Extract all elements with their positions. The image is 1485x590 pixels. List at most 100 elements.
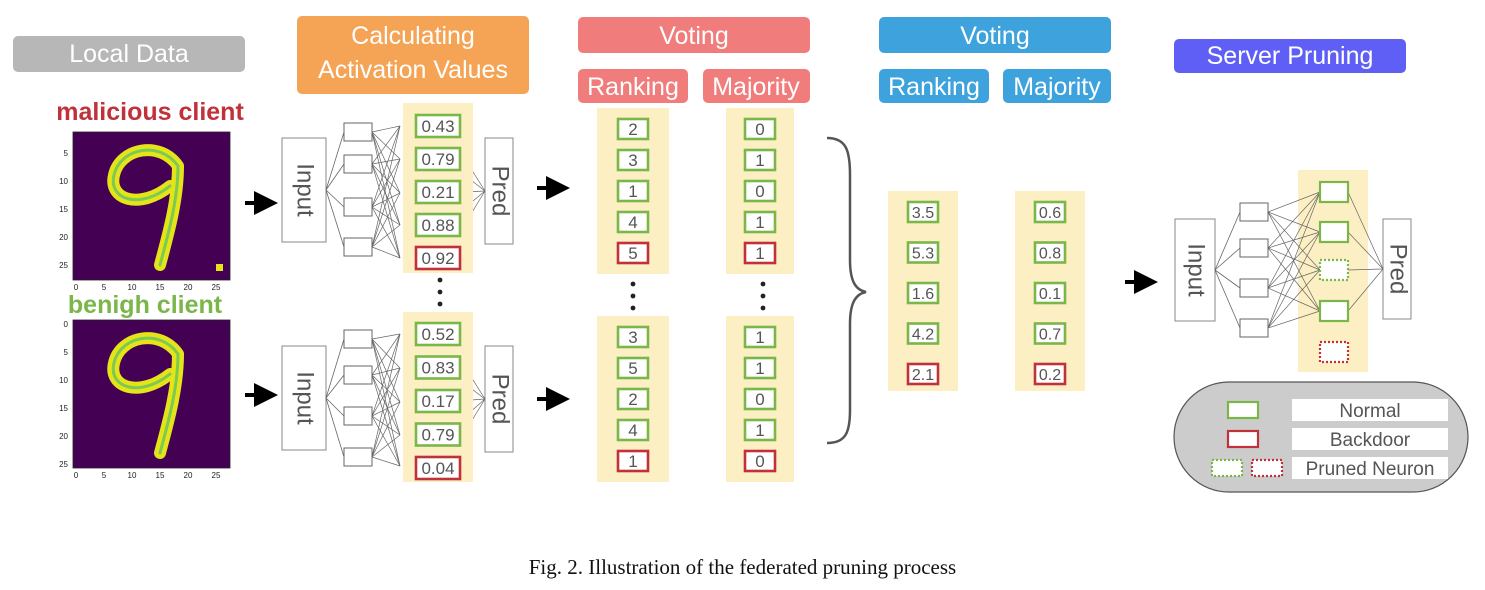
- server-edge: [1214, 269, 1241, 289]
- x-tick: 25: [212, 471, 221, 480]
- aggregated-ranking-value: 4.2: [912, 326, 934, 343]
- server-pruned-neuron: [1318, 258, 1350, 282]
- benign-net-edge: [371, 338, 401, 369]
- malicious-net-hidden-neuron: [343, 197, 373, 217]
- benign-net-edge: [371, 401, 401, 458]
- ranking-malicious-value: 1: [628, 182, 637, 201]
- malicious-net-edge: [371, 192, 401, 248]
- server-hidden-neuron: [1239, 202, 1269, 222]
- majority-benign-value: 0: [755, 390, 764, 409]
- aggregated-majority-cell: [1033, 322, 1067, 345]
- ellipsis-dot: [437, 277, 443, 283]
- aggregated-majority-cell: [1033, 281, 1067, 305]
- aggregated-ranking-value: 1.6: [912, 286, 934, 303]
- header-ranking-1: Ranking: [578, 69, 688, 103]
- figure-caption: Fig. 2. Illustration of the federated pr…: [528, 555, 957, 579]
- benign-net-edge: [371, 374, 401, 403]
- ellipsis-dot: [630, 281, 636, 287]
- ellipsis-dot: [437, 289, 443, 295]
- x-tick: 0: [74, 283, 79, 292]
- header-server-pruning: Server Pruning: [1174, 39, 1406, 73]
- server-hidden-neuron: [1239, 238, 1269, 258]
- ellipsis-dot: [630, 305, 636, 311]
- malicious-net-edge: [325, 163, 345, 191]
- malicious-net-edge: [371, 206, 401, 226]
- malicious-net-pred-label: Pred: [487, 166, 514, 217]
- y-tick: 10: [59, 376, 68, 385]
- server-edge: [1267, 191, 1321, 289]
- server-hidden-neuron: [1239, 318, 1269, 338]
- y-tick: 25: [59, 261, 68, 270]
- header-majority-1-label: Majority: [712, 73, 800, 101]
- benign-digit-image: [72, 319, 231, 469]
- legend-label-backdoor: Backdoor: [1330, 430, 1411, 451]
- server-edge: [1267, 310, 1321, 329]
- ranking-benign-cell: [616, 325, 650, 349]
- malicious-net-edge: [325, 189, 345, 248]
- federated-pruning-diagram: Local Data Calculating Activation Values…: [13, 16, 1469, 493]
- x-tick: 10: [128, 471, 137, 480]
- benign-activation-cell: [414, 388, 462, 414]
- server-output-neuron: [1318, 220, 1350, 244]
- benign-image-axes: 0 5 10 15 20 25 0 5 10 15 20 25: [59, 320, 221, 480]
- legend-swatch-pruned: [1250, 458, 1284, 478]
- server-edge: [1267, 269, 1321, 329]
- x-tick: 10: [128, 283, 137, 292]
- header-majority-2-label: Majority: [1013, 73, 1101, 101]
- majority-benign-cell: [743, 449, 777, 473]
- y-tick: 5: [64, 348, 69, 357]
- malicious-net-edge: [371, 192, 401, 208]
- benign-activation-value: 0.83: [421, 359, 454, 378]
- benign-net-edge: [371, 367, 401, 376]
- header-calculating-line1: Calculating: [351, 22, 475, 50]
- aggregated-majority-value: 0.7: [1039, 326, 1061, 343]
- malicious-activation-value: 0.92: [421, 249, 454, 268]
- malicious-net-edge: [371, 125, 401, 248]
- malicious-net-edge: [325, 189, 345, 208]
- server-edge: [1214, 211, 1241, 271]
- aggregated-ranking-cell: [906, 322, 940, 345]
- benign-net-edge: [371, 434, 401, 458]
- legend-label-bg: [1292, 399, 1448, 421]
- ranking-malicious-value: 2: [628, 120, 637, 139]
- benign-net-edge: [371, 333, 401, 340]
- benign-activation-cell: [414, 422, 462, 447]
- benign-net-edge: [325, 338, 345, 399]
- aggregated-ranking-value: 3.5: [912, 205, 934, 222]
- benign-net-edge: [371, 374, 401, 467]
- server-edge: [1347, 268, 1384, 312]
- benign-net-edge: [371, 333, 401, 417]
- x-tick: 0: [74, 471, 79, 480]
- server-hidden-neuron: [1239, 278, 1269, 298]
- server-edge: [1267, 269, 1321, 289]
- header-voting-1: Voting: [578, 17, 810, 53]
- y-tick: 0: [64, 320, 69, 329]
- merge-brace: [826, 136, 867, 445]
- trigger-pixel: [216, 264, 223, 271]
- header-voting-2-label: Voting: [960, 22, 1030, 50]
- aggregated-majority-cell: [1033, 241, 1067, 264]
- server-edge: [1347, 268, 1384, 271]
- ellipsis-dot: [630, 293, 636, 299]
- benign-activation-cell: [414, 455, 462, 481]
- legend-swatch-backdoor: [1226, 429, 1260, 449]
- server-edge: [1347, 231, 1384, 270]
- y-tick: 15: [59, 404, 68, 413]
- majority-malicious-cell: [743, 179, 777, 203]
- benign-net-edge: [371, 415, 401, 467]
- benign-client-label: benigh client: [68, 291, 223, 319]
- ranking-malicious-value: 4: [628, 213, 637, 232]
- benign-net-input-label: Input: [292, 371, 319, 425]
- majority-benign-value: 0: [755, 452, 764, 471]
- majority-benign-cell: [743, 325, 777, 349]
- benign-net-edge: [371, 333, 401, 376]
- legend-label-pruned: Pruned Neuron: [1306, 459, 1435, 480]
- server-output-neuron: [1318, 299, 1350, 323]
- x-tick: 15: [156, 283, 165, 292]
- majority-malicious-cell: [743, 241, 777, 265]
- header-ranking-2-label: Ranking: [888, 73, 980, 101]
- ellipsis-dot: [760, 305, 766, 311]
- server-edge: [1267, 191, 1321, 213]
- benign-activation-cell: [414, 355, 462, 380]
